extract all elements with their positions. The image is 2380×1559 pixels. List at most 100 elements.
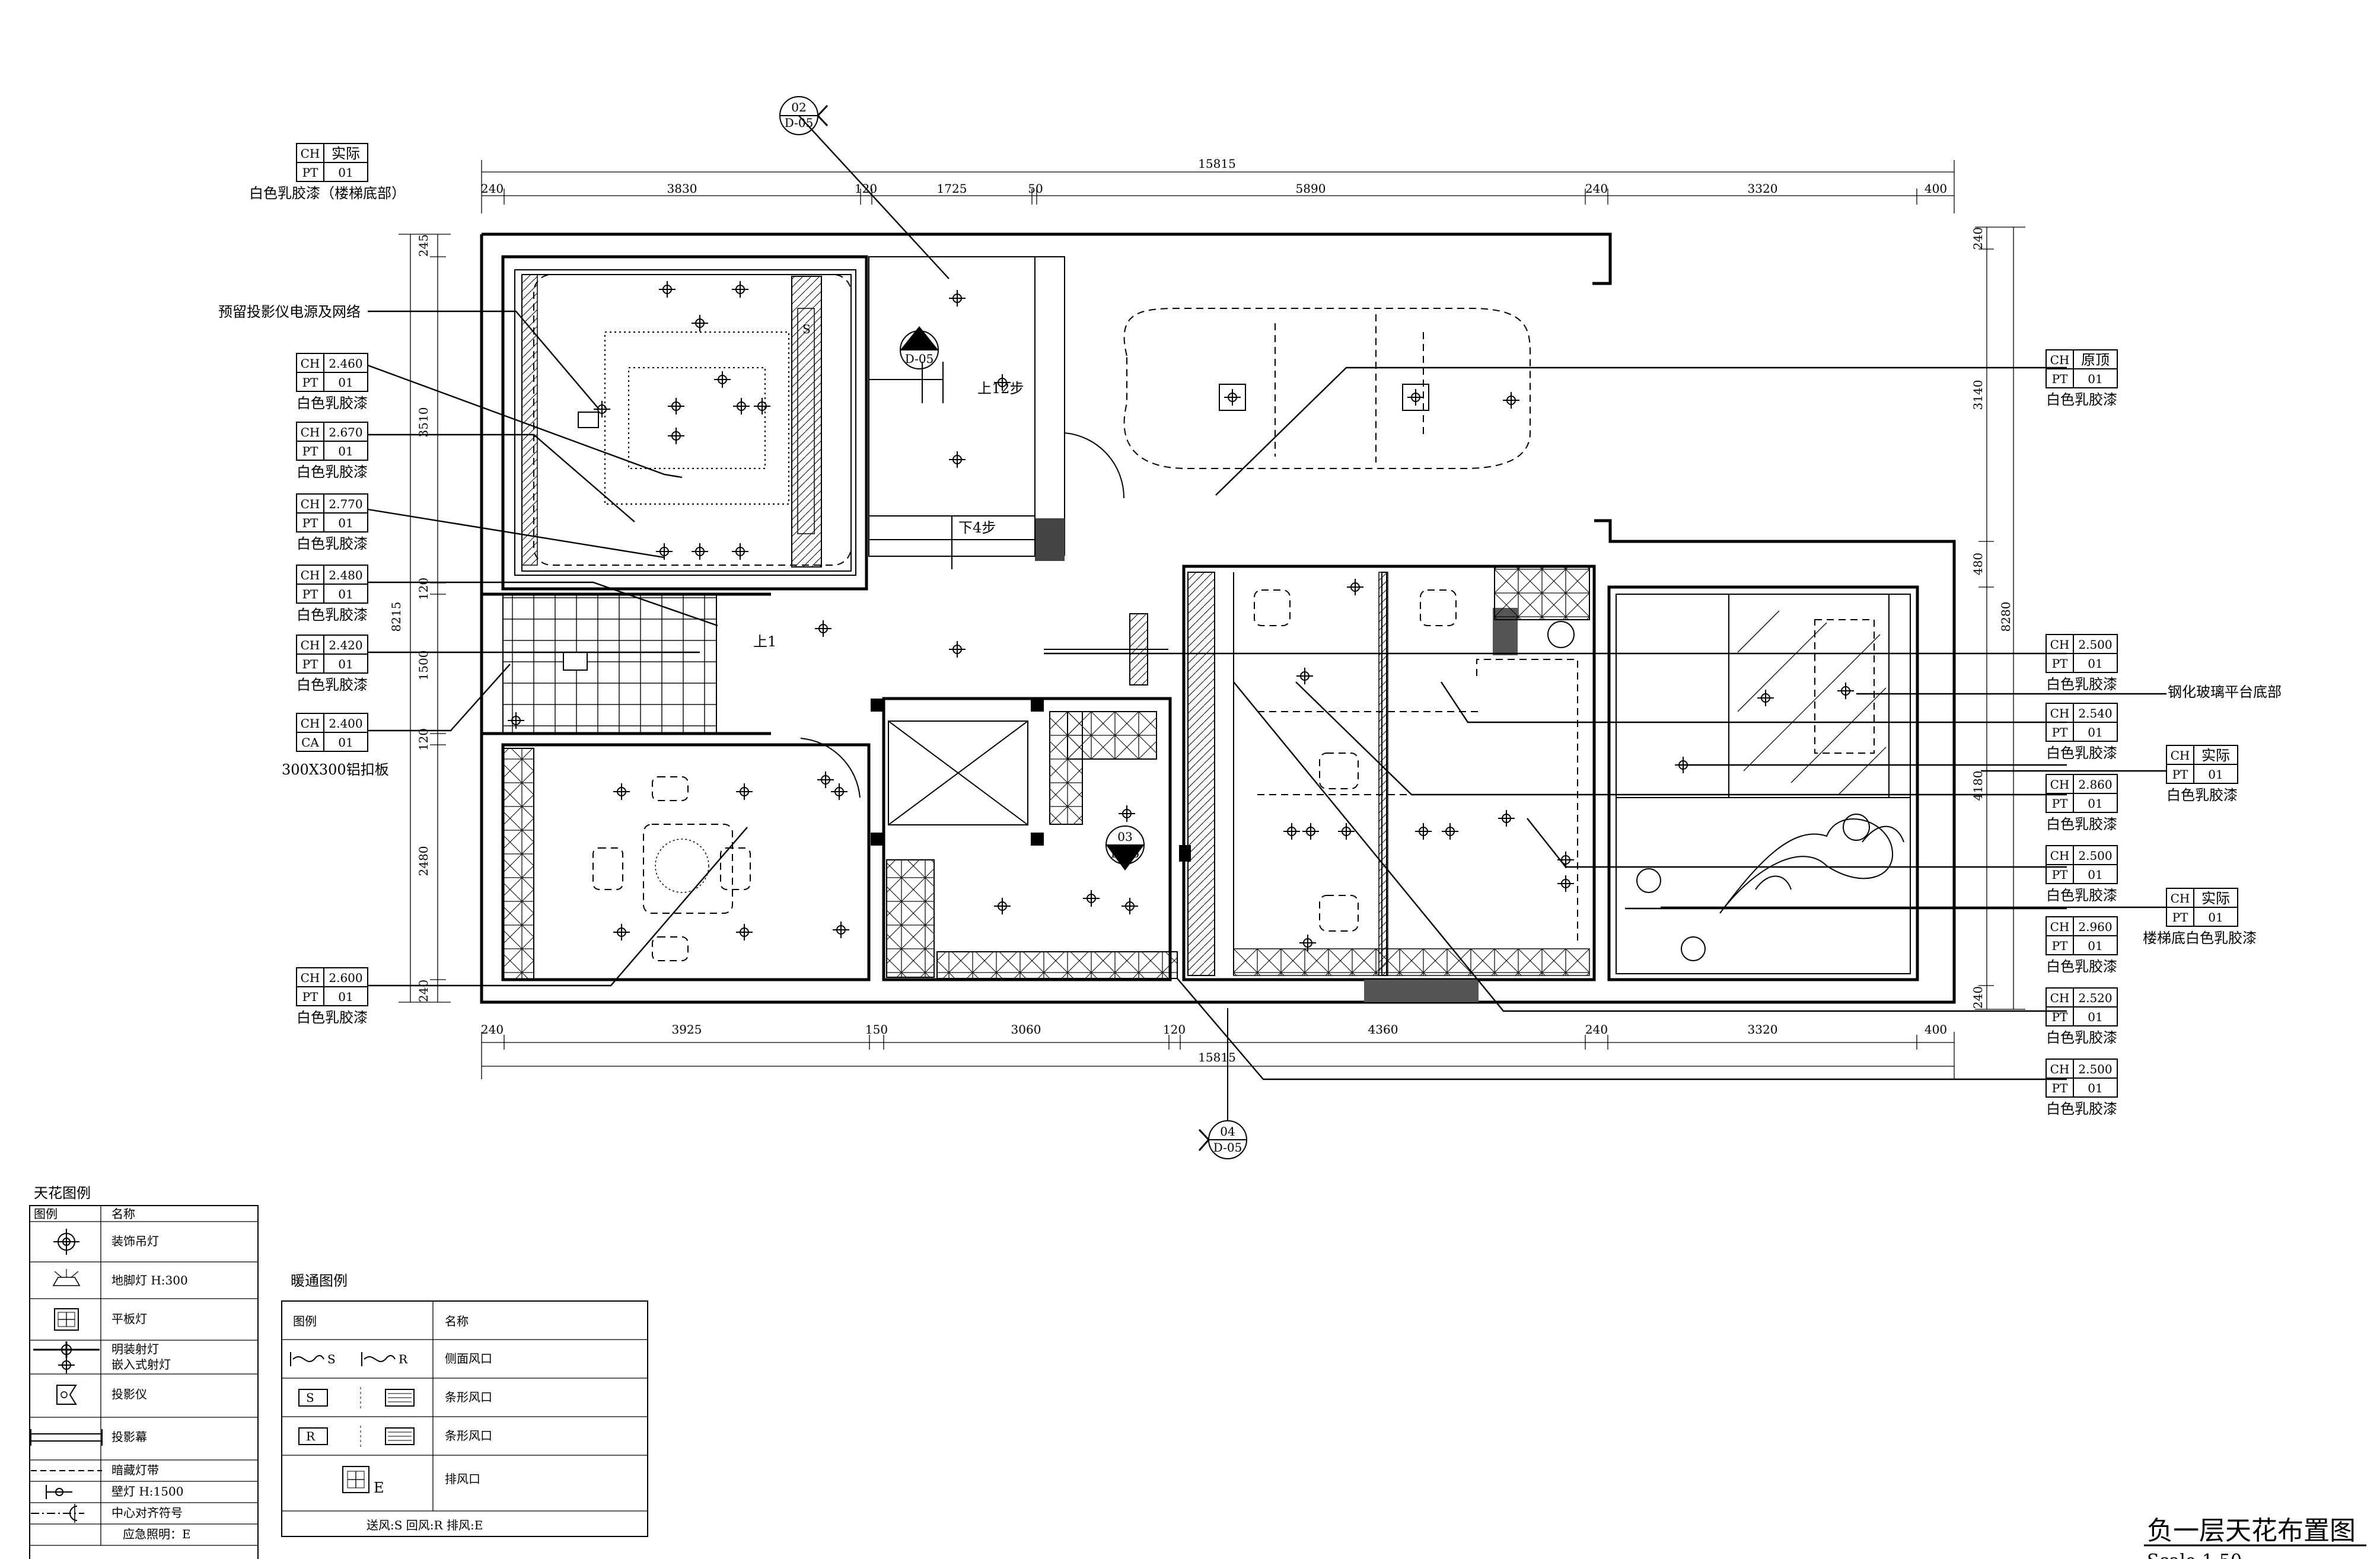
ceiling-tag-right: CH 2.500 PT 01 白色乳胶漆 [2046, 845, 2118, 904]
tag-value: 01 [338, 444, 353, 458]
dimension-top: 15815 240 3830 120 1725 50 5890 240 3320… [481, 157, 1955, 213]
legend-header: 图例 [293, 1314, 317, 1328]
projector-note: 预留投影仪电源及网络 [218, 304, 361, 320]
legend-header: 图例 [34, 1207, 58, 1221]
legend-item-name: 侧面风口 [445, 1351, 492, 1366]
tag-key: PT [302, 990, 318, 1004]
tag-value: 01 [338, 587, 353, 601]
section-mark-sheet: D-05 [1111, 846, 1140, 860]
tag-key: PT [2052, 796, 2068, 811]
tag-key: CH [301, 716, 320, 731]
tag-value: 01 [2088, 1081, 2102, 1095]
dim-right-seg: 240 [1971, 986, 1985, 1009]
svg-text:R: R [306, 1429, 316, 1443]
section-mark-number: 04 [1220, 1124, 1235, 1139]
tag-key: CH [2050, 1062, 2070, 1076]
svg-text:R: R [399, 1352, 408, 1366]
legend-item-name: 平板灯 [111, 1312, 147, 1326]
ceiling-tag-left: CH 2.670 PT 01 白色乳胶漆 [296, 422, 368, 480]
ceiling-tag-left: CH 2.770 PT 01 白色乳胶漆 [296, 493, 368, 552]
glass-note: 钢化玻璃平台底部 [2168, 684, 2282, 700]
tag-key: PT [302, 444, 318, 458]
theater-room-ceiling: S [514, 269, 856, 576]
ceiling-tag-left: CH 2.460 PT 01 白色乳胶漆 [296, 353, 368, 412]
legend-footer: 送风:S 回风:R 排风:E [367, 1518, 483, 1532]
tag-value: 01 [2088, 1010, 2102, 1024]
dim-left-seg: 1500 [416, 651, 431, 681]
ceiling-tag-far-right: CH 实际 PT 01 楼梯底白色乳胶漆 [2143, 888, 2257, 946]
tag-key: CH [2050, 849, 2070, 863]
wall-lamp-icon [46, 1485, 72, 1499]
lounge-ceiling [1187, 566, 1590, 976]
linear-return-vent-icon: R [298, 1426, 415, 1447]
dim-right-seg: 4180 [1971, 771, 1985, 801]
tag-key: CH [2050, 777, 2070, 792]
drawing-title: 负一层天花布置图 [2147, 1516, 2356, 1546]
tag-note: 白色乳胶漆 [297, 677, 368, 693]
tag-key: PT [2052, 939, 2068, 953]
ceiling-tag-left: CH 2.600 PT 01 白色乳胶漆 [296, 967, 368, 1026]
dim-left-seg: 245 [416, 234, 431, 257]
tag-note: 300X300铝扣板 [282, 761, 389, 778]
section-mark-sheet: D-05 [905, 352, 934, 366]
tag-value: 2.860 [2078, 777, 2112, 792]
ceiling-tag-right: CH 2.520 PT 01 白色乳胶漆 [2046, 987, 2118, 1046]
dim-top-seg: 3830 [667, 181, 697, 196]
tag-key: CH [2050, 637, 2070, 652]
ceiling-legend: 天花图例 图例 名称 装饰吊灯 地脚灯 H:300 平板灯 [29, 1185, 259, 1559]
legend-item-name: 条形风口 [445, 1429, 492, 1443]
stair-label: 下4步 [958, 519, 996, 536]
tag-key: CH [301, 568, 320, 582]
column [1035, 518, 1065, 561]
tag-value: 01 [2088, 372, 2102, 386]
tag-key: CH [301, 425, 320, 439]
legend-header: 名称 [111, 1207, 135, 1221]
legend-item-name: 条形风口 [445, 1390, 492, 1404]
tag-value: 2.770 [329, 497, 362, 511]
dimension-right: 240 3140 480 4180 240 8280 [1971, 227, 2025, 1010]
dim-top-seg: 240 [1585, 181, 1608, 196]
surface-spotlight-icon [33, 1341, 100, 1358]
dim-right-seg: 480 [1971, 553, 1985, 575]
tag-value: 2.500 [2078, 849, 2112, 863]
panel-light-icon [54, 1308, 79, 1331]
ceiling-tag-left: CH 2.480 PT 01 白色乳胶漆 [296, 565, 368, 623]
section-mark: 01 D-05 [900, 326, 939, 369]
dim-top-total: 15815 [1198, 157, 1236, 171]
dim-right-total: 8280 [1999, 602, 2013, 632]
tag-note: 白色乳胶漆 [2046, 887, 2117, 904]
dim-bottom-seg: 150 [865, 1022, 888, 1037]
tag-value: 2.400 [329, 716, 362, 731]
tag-value: 2.480 [329, 568, 362, 582]
dim-bottom-total: 15815 [1198, 1050, 1236, 1064]
tag-key: CH [2171, 748, 2190, 763]
tag-value: 2.670 [329, 425, 362, 439]
tag-value: 2.460 [329, 356, 362, 371]
tag-note: 白色乳胶漆 [2046, 958, 2117, 975]
ceiling-tag-right: CH 2.540 PT 01 白色乳胶漆 [2046, 703, 2118, 761]
dim-bottom-seg: 240 [1585, 1022, 1608, 1037]
section-mark: 04 D-05 [1198, 1008, 1247, 1159]
tag-note: 白色乳胶漆 [2046, 1029, 2117, 1046]
tag-key: CH [2171, 891, 2190, 906]
legend-title: 天花图例 [34, 1185, 91, 1201]
tag-key: CA [301, 735, 319, 750]
tag-key: CH [301, 638, 320, 652]
ceiling-tag-left: CH 实际 PT 01 白色乳胶漆（楼梯底部） [249, 143, 406, 202]
tag-value: 实际 [332, 145, 360, 162]
stair-label: 上1 [753, 633, 776, 650]
tag-value: 2.960 [2078, 920, 2112, 934]
dim-left-seg: 2480 [416, 846, 431, 876]
dim-bottom-seg: 4360 [1368, 1022, 1398, 1037]
section-mark-number: 03 [1117, 830, 1132, 844]
dim-top-seg: 1725 [937, 181, 967, 196]
tag-key: CH [2050, 920, 2070, 934]
dim-left-seg: 120 [416, 728, 431, 751]
dim-bottom-seg: 3060 [1011, 1022, 1041, 1037]
section-mark: 02 D-05 [779, 96, 829, 135]
stair-label: 上12步 [977, 380, 1024, 397]
dim-top-seg: 5890 [1296, 181, 1326, 196]
dimension-bottom: 240 3925 150 3060 120 4360 240 3320 400 … [481, 1022, 1955, 1079]
tag-key: PT [302, 657, 318, 671]
legend-item-name: 排风口 [445, 1472, 480, 1486]
